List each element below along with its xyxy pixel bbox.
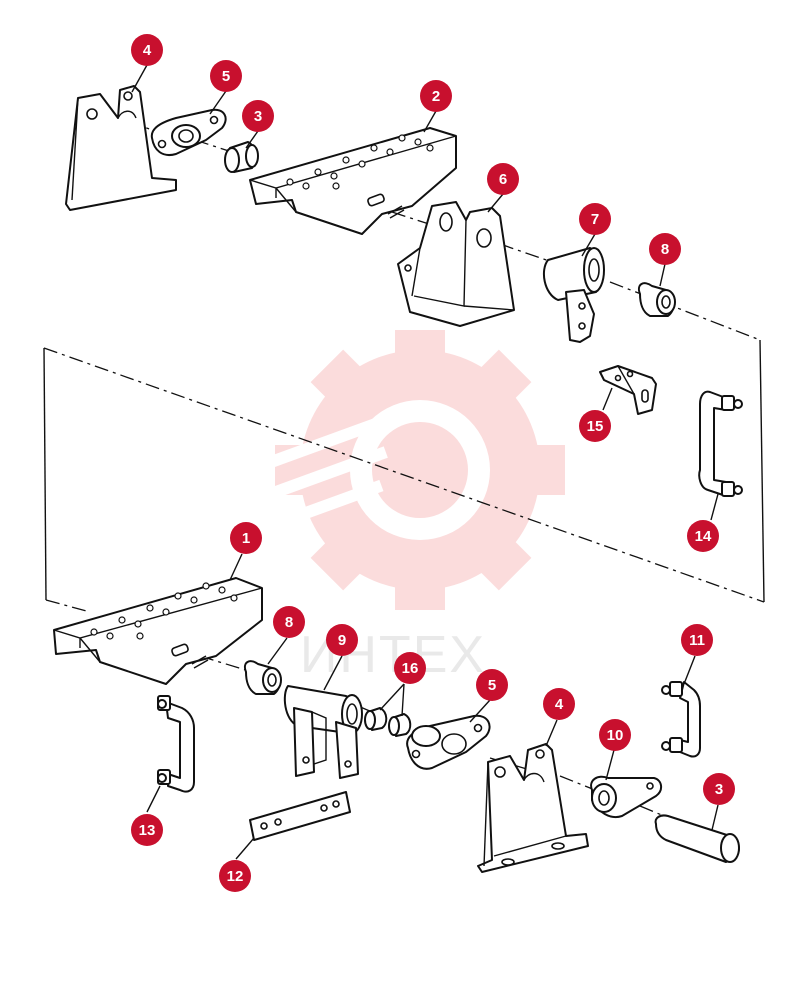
callout-12: 12: [219, 860, 251, 892]
callout-4-top: 4: [131, 34, 163, 66]
callout-15: 15: [579, 410, 611, 442]
callout-10: 10: [599, 719, 631, 751]
callout-5-bottom: 5: [476, 669, 508, 701]
part-12-plate: [249, 791, 351, 841]
watermark: ИНТЕХ: [242, 330, 565, 684]
callout-4-bottom: 4: [543, 688, 575, 720]
callout-8-bottom: 8: [273, 606, 305, 638]
part-6-box-bracket: [397, 201, 515, 327]
callout-9: 9: [326, 624, 358, 656]
assembly-lines: [43, 101, 765, 817]
callout-3-top: 3: [242, 100, 274, 132]
svg-text:4: 4: [143, 42, 152, 59]
callout-7: 7: [579, 203, 611, 235]
part-11-handle: [661, 681, 701, 758]
svg-text:11: 11: [689, 632, 705, 649]
svg-text:7: 7: [591, 211, 599, 228]
callout-13: 13: [131, 814, 163, 846]
part-16-bushings: [364, 707, 412, 737]
part-15-small-bracket: [599, 365, 657, 415]
callout-16: 16: [394, 652, 426, 684]
part-8-collar-top: [638, 282, 676, 317]
callout-2: 2: [420, 80, 452, 112]
part-4-bracket-bottom: [477, 743, 589, 873]
callout-leaders: [131, 64, 719, 860]
part-9-clevis: [283, 685, 363, 779]
callout-11: 11: [681, 624, 713, 656]
part-14-handle: [698, 390, 743, 497]
svg-text:2: 2: [432, 88, 440, 105]
svg-text:12: 12: [227, 868, 244, 885]
part-8-collar-bottom: [244, 660, 282, 695]
svg-text:14: 14: [695, 528, 712, 545]
step-plate-studs-lower: [90, 582, 238, 640]
part-1-step-plate: [53, 577, 263, 685]
callouts: 4 5 3 2 6 7 8 15 14 1 8 9 16 5 4 10 11 3…: [131, 34, 735, 892]
svg-text:16: 16: [402, 660, 419, 677]
part-7-pivot: [542, 247, 605, 343]
svg-text:3: 3: [254, 108, 262, 125]
callout-1: 1: [230, 522, 262, 554]
svg-text:10: 10: [607, 727, 624, 744]
svg-text:8: 8: [285, 614, 293, 631]
svg-text:5: 5: [488, 677, 496, 694]
part-13-handle: [157, 695, 195, 793]
svg-text:3: 3: [715, 781, 723, 798]
callout-3-bottom: 3: [703, 773, 735, 805]
svg-text:15: 15: [587, 418, 604, 435]
part-3-pin-bottom: [654, 814, 740, 863]
part-5-flange-top: [150, 108, 227, 156]
callout-5-top: 5: [210, 60, 242, 92]
part-10-lever: [590, 775, 662, 818]
svg-text:4: 4: [555, 696, 564, 713]
part-4-bracket-top: [65, 85, 177, 211]
svg-text:1: 1: [242, 530, 250, 547]
svg-text:8: 8: [661, 241, 669, 258]
callout-6: 6: [487, 163, 519, 195]
part-3-bushing-top: [224, 141, 259, 173]
part-5-flange-bottom: [406, 714, 491, 770]
svg-text:13: 13: [139, 822, 156, 839]
svg-text:6: 6: [499, 171, 507, 188]
step-plate-studs: [286, 134, 434, 190]
part-2-step-plate: [249, 127, 457, 235]
callout-8-top: 8: [649, 233, 681, 265]
svg-text:5: 5: [222, 68, 230, 85]
svg-text:9: 9: [338, 632, 346, 649]
callout-14: 14: [687, 520, 719, 552]
